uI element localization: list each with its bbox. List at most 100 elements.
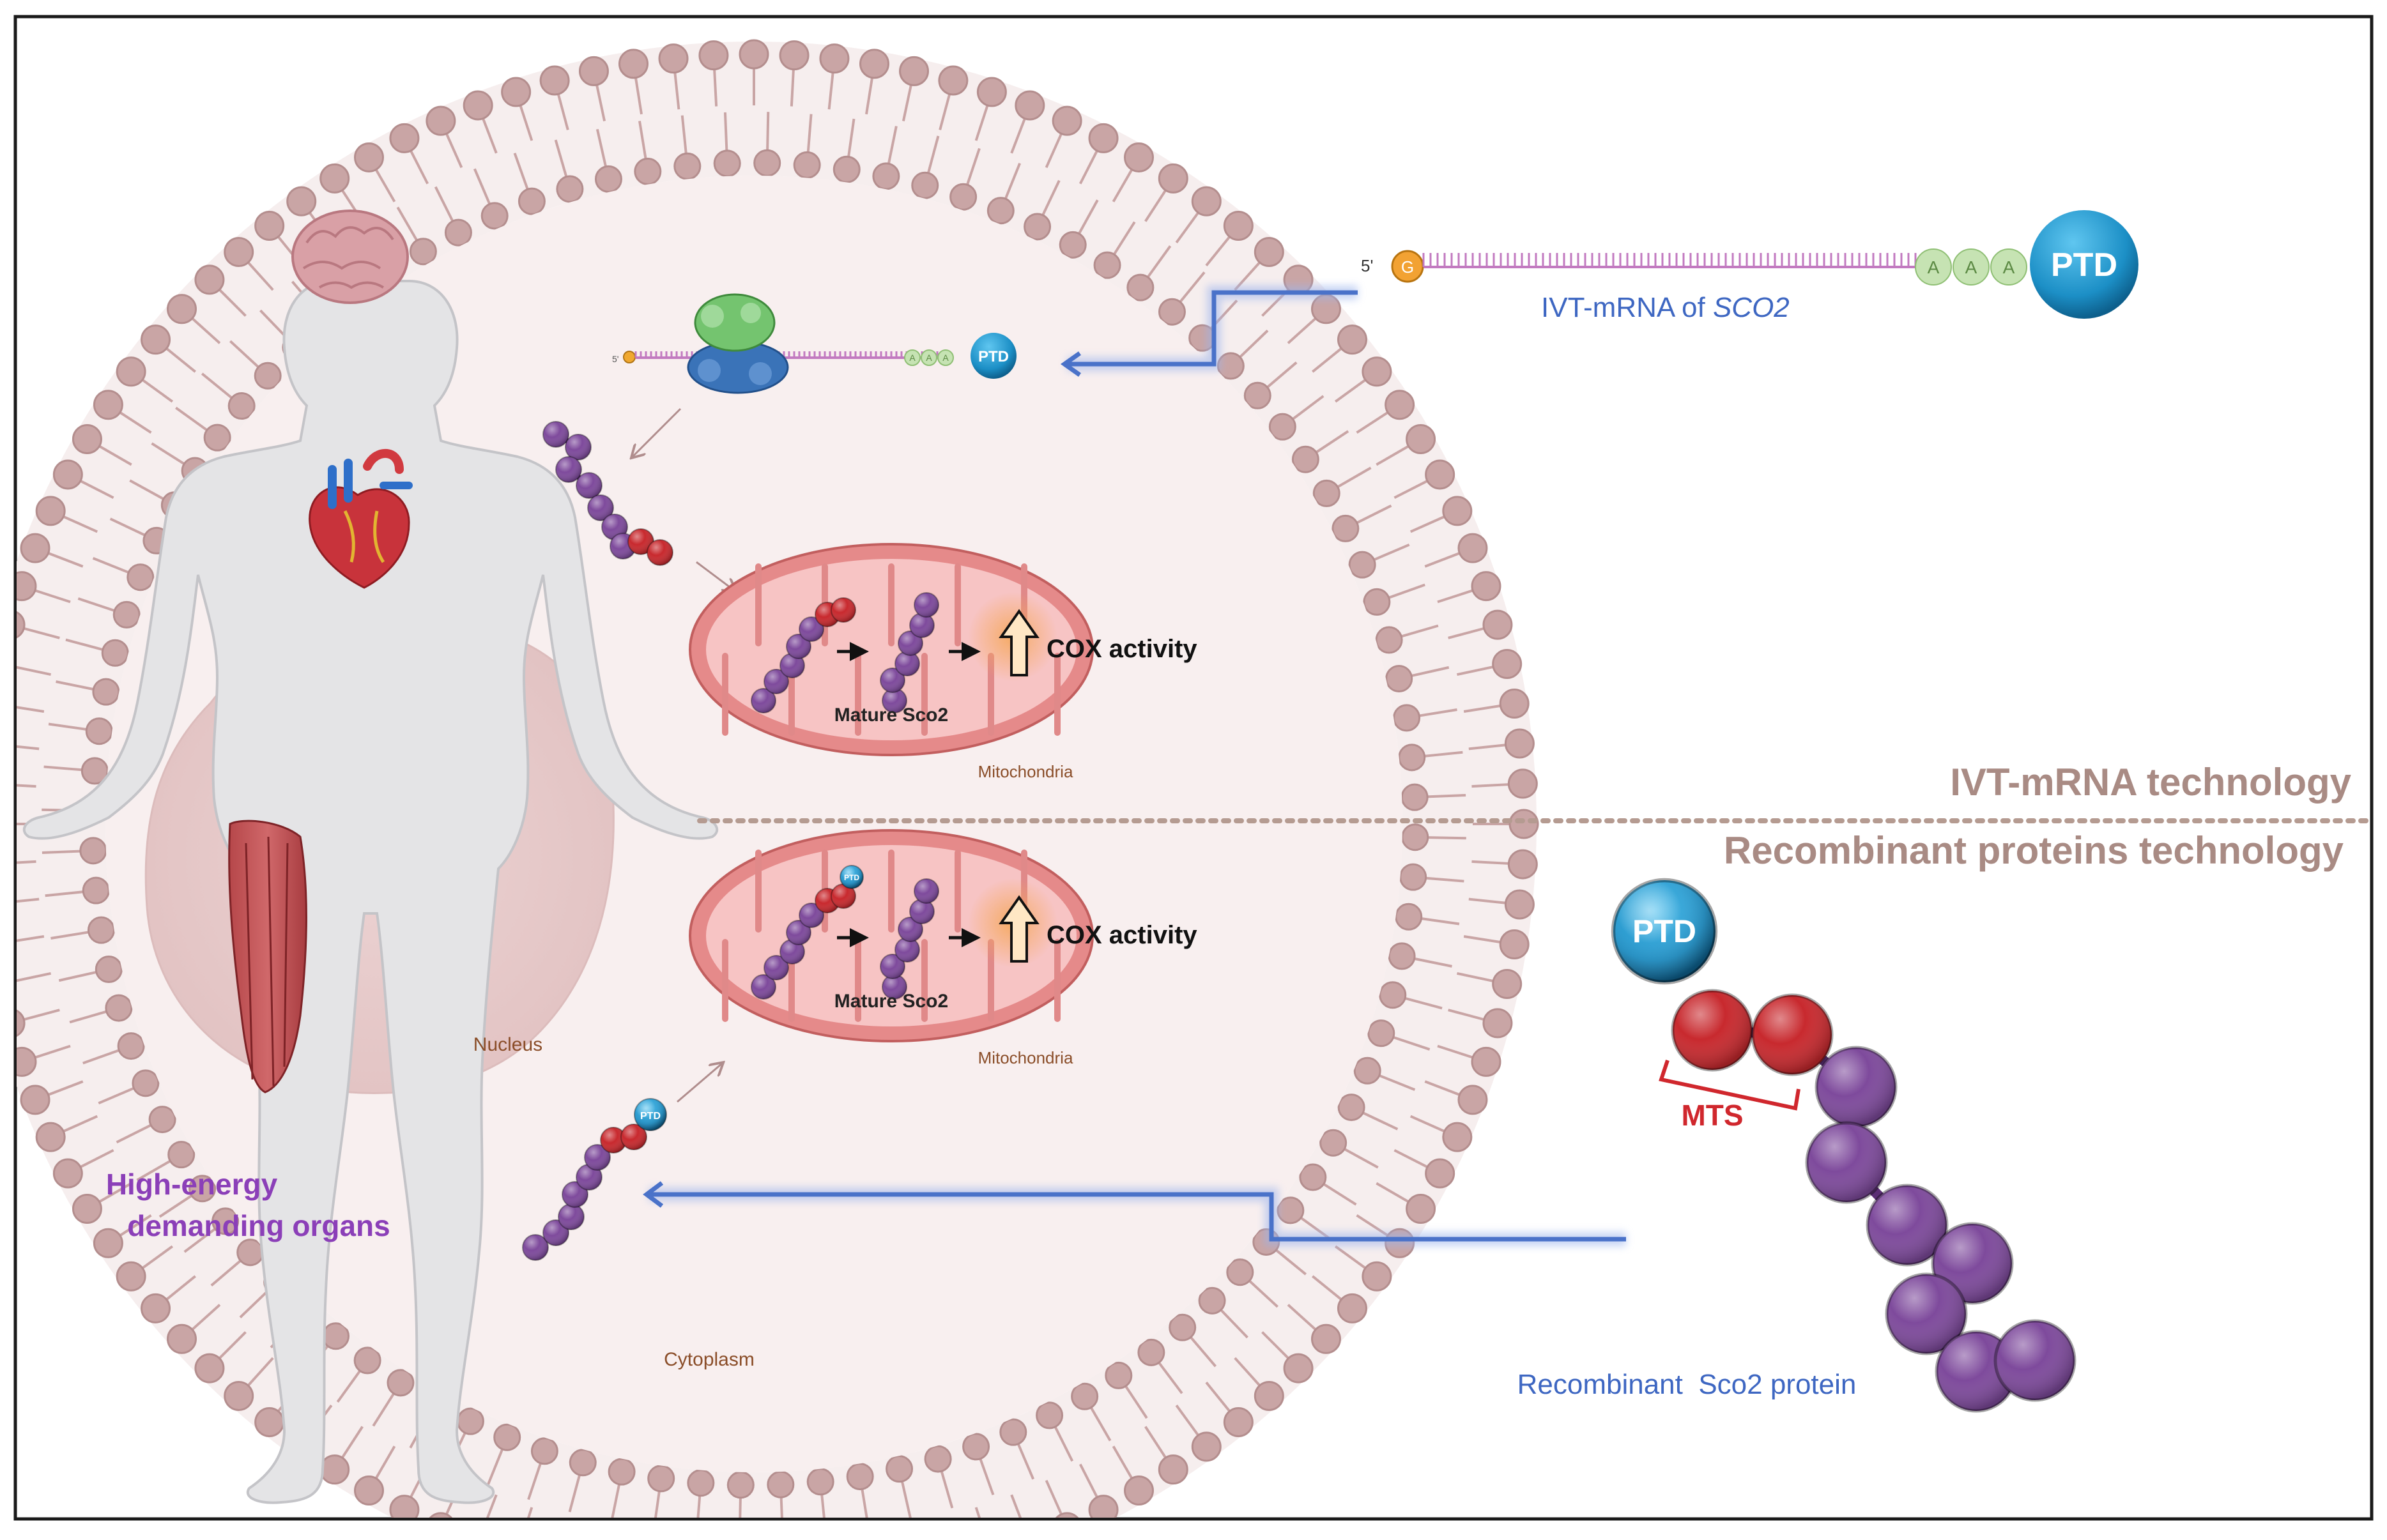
sco2-residue	[880, 954, 905, 979]
lipid-head-outer	[899, 56, 930, 86]
lipid-head-outer	[1337, 324, 1367, 355]
ivt-mrna-caption: IVT-mRNA of SCO2	[1541, 292, 1790, 323]
mature-sco2-label: Mature Sco2	[834, 991, 948, 1012]
sco2-residue	[584, 1144, 611, 1171]
sco2-residue	[894, 651, 920, 676]
ribosome-icon	[687, 293, 789, 394]
lipid-head-inner	[1379, 981, 1407, 1009]
lipid-head-inner	[886, 1455, 914, 1483]
lipid-head-outer	[72, 1194, 102, 1224]
sco2-residue	[587, 494, 614, 521]
lipid-head-outer	[1499, 688, 1530, 719]
lipid-head-outer	[52, 1158, 83, 1189]
sco2-residue	[898, 630, 923, 656]
lipid-head-outer	[779, 40, 810, 71]
lipid-head-inner	[1071, 1382, 1099, 1410]
lipid-head-outer	[1124, 142, 1154, 172]
sco2-residue-shade	[562, 1182, 588, 1207]
lipid-head-outer	[1337, 1293, 1367, 1323]
organs-label-line1: High-energy	[106, 1168, 278, 1201]
sco2-residue	[909, 899, 935, 924]
lipid-head-inner	[1353, 1056, 1381, 1085]
mts-residue-shade	[1673, 991, 1752, 1070]
lipid-head-outer	[354, 142, 384, 172]
ivt-mrna-caption-prefix: IVT-mRNA of	[1541, 292, 1713, 323]
lipid-head-inner	[793, 151, 821, 179]
lipid-head-inner	[687, 1469, 715, 1497]
polyA-letter: A	[909, 353, 916, 363]
sco2-residue	[751, 688, 776, 713]
lipid-head-inner	[1126, 273, 1155, 301]
lipid-head-inner	[1395, 903, 1423, 931]
sco2-residue-shade	[799, 903, 824, 927]
lipid-head-outer	[0, 729, 3, 758]
sco2-residue	[558, 1203, 585, 1230]
sco2-residue-shade	[895, 652, 919, 676]
sco2-residue-shade	[588, 495, 613, 521]
ptd-ball-bottom	[1611, 878, 1718, 985]
lipid-head-inner	[1375, 626, 1403, 654]
lipid-head-inner	[132, 1069, 160, 1097]
lipid-head-inner	[353, 1346, 381, 1375]
lipid-head-outer	[167, 1323, 197, 1354]
cytoplasm-label: Cytoplasm	[664, 1349, 755, 1370]
lipid-head-outer	[1362, 356, 1392, 387]
sco2-residue	[1805, 1121, 1888, 1204]
cap-g-label: G	[1401, 257, 1414, 277]
lipid-head-outer	[141, 1293, 171, 1323]
lipid-head-inner	[986, 197, 1015, 225]
mts-residue-shade	[628, 529, 654, 554]
sco2-residue	[786, 920, 811, 945]
lipid-head-outer	[1471, 1046, 1501, 1077]
lipid-head-outer	[976, 77, 1007, 107]
recombinant-protein-label: Recombinant Sco2 protein	[1517, 1369, 1857, 1400]
sco2-residue-shade	[565, 434, 591, 460]
lipid-tail	[903, 1527, 914, 1537]
lipid-head-inner	[1312, 479, 1340, 507]
mts-residue-shade	[831, 884, 856, 908]
lipid-head-inner	[112, 600, 141, 629]
lipid-head-inner	[1105, 1361, 1133, 1389]
lipid-tail	[17, 784, 36, 788]
sco2-residue	[1815, 1046, 1898, 1129]
lipid-head-inner	[911, 171, 939, 199]
sco2-residue-shade	[543, 422, 569, 447]
lipid-tail	[527, 1507, 533, 1518]
lipid-head-inner	[79, 837, 107, 865]
sco2-residue	[799, 903, 824, 928]
sco2-residue-shade	[576, 473, 602, 498]
lipid-head-outer	[20, 1085, 50, 1115]
lipid-head-inner	[1388, 942, 1416, 970]
lipid-head-inner	[1024, 213, 1052, 241]
mts-label: MTS	[1681, 1099, 1743, 1132]
sco2-residue	[562, 1181, 588, 1208]
lipid-head-outer	[116, 1261, 146, 1292]
lipid-head-outer	[224, 1380, 254, 1411]
lipid-head-inner	[1268, 413, 1296, 441]
nascent-sco2-peptide	[542, 421, 673, 566]
sco2-residue	[914, 878, 939, 904]
lipid-head-outer	[819, 43, 850, 74]
arrow-peptide-to-mito-top	[696, 561, 735, 591]
sco2-residue-shade	[910, 899, 934, 924]
lipid-head-outer	[739, 39, 769, 70]
five-prime-label: 5'	[1361, 256, 1373, 275]
lipid-head-inner	[1332, 514, 1360, 542]
lipid-head-outer	[658, 43, 689, 74]
sco2-residue-shade	[543, 1220, 569, 1246]
mts-residue-shade	[601, 1127, 626, 1153]
lipid-tail	[594, 1527, 604, 1537]
lipid-tail	[17, 745, 40, 751]
lipid-head-inner	[227, 392, 256, 420]
mts-residue	[1671, 989, 1754, 1072]
lipid-head-outer	[286, 186, 317, 217]
lipid-head-inner	[1198, 1286, 1226, 1315]
mito-ptd-label: PTD	[844, 873, 859, 882]
lipid-head-outer	[52, 459, 83, 490]
lipid-head-outer	[1508, 809, 1539, 839]
lipid-head-outer	[1492, 648, 1523, 679]
lipid-head-inner	[1169, 1313, 1197, 1341]
lipid-head-inner	[713, 149, 741, 178]
